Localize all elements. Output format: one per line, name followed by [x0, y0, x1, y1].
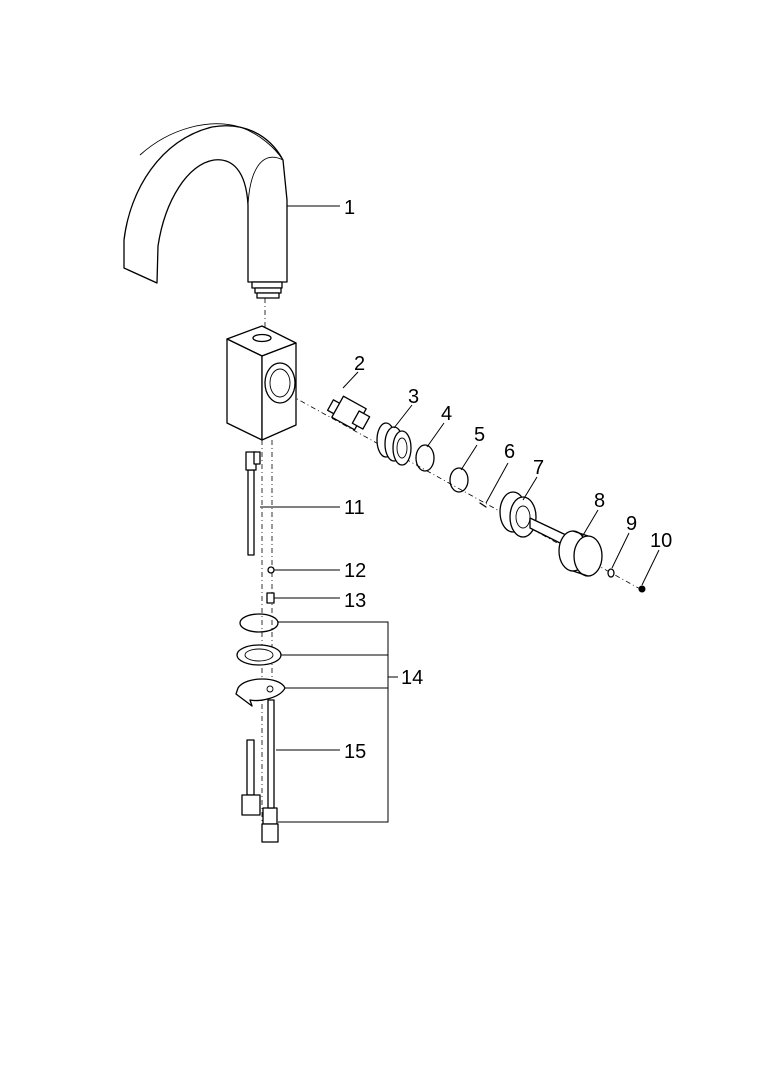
small-washer [267, 566, 275, 574]
label-6: 6 [504, 441, 515, 463]
label-11: 11 [344, 497, 365, 519]
set-screw [638, 585, 646, 593]
small-cap [607, 568, 615, 578]
threaded-ring [376, 422, 412, 466]
part-labels: 1 2 3 4 5 6 7 8 9 10 11 12 13 14 15 [344, 197, 672, 763]
label-4: 4 [441, 403, 452, 425]
label-13: 13 [344, 590, 366, 612]
label-14: 14 [401, 667, 423, 689]
lever-handle [529, 517, 603, 577]
pin [479, 502, 487, 508]
label-3: 3 [408, 386, 419, 408]
handle-collar [499, 491, 537, 538]
label-10: 10 [650, 530, 672, 552]
o-ring-large [415, 444, 435, 472]
label-12: 12 [344, 560, 366, 582]
spout [123, 123, 288, 299]
label-1: 1 [344, 197, 355, 219]
threaded-rod [241, 699, 275, 816]
nipple-fitting [266, 592, 275, 604]
label-7: 7 [533, 457, 544, 479]
label-8: 8 [594, 490, 605, 512]
faucet-body [226, 325, 297, 441]
supply-hose [245, 451, 261, 556]
leader-lines [260, 205, 660, 823]
label-15: 15 [344, 741, 366, 763]
cartridge [326, 395, 371, 431]
o-ring-small [449, 467, 469, 493]
label-5: 5 [474, 424, 485, 446]
label-2: 2 [354, 353, 365, 375]
label-9: 9 [626, 513, 637, 535]
